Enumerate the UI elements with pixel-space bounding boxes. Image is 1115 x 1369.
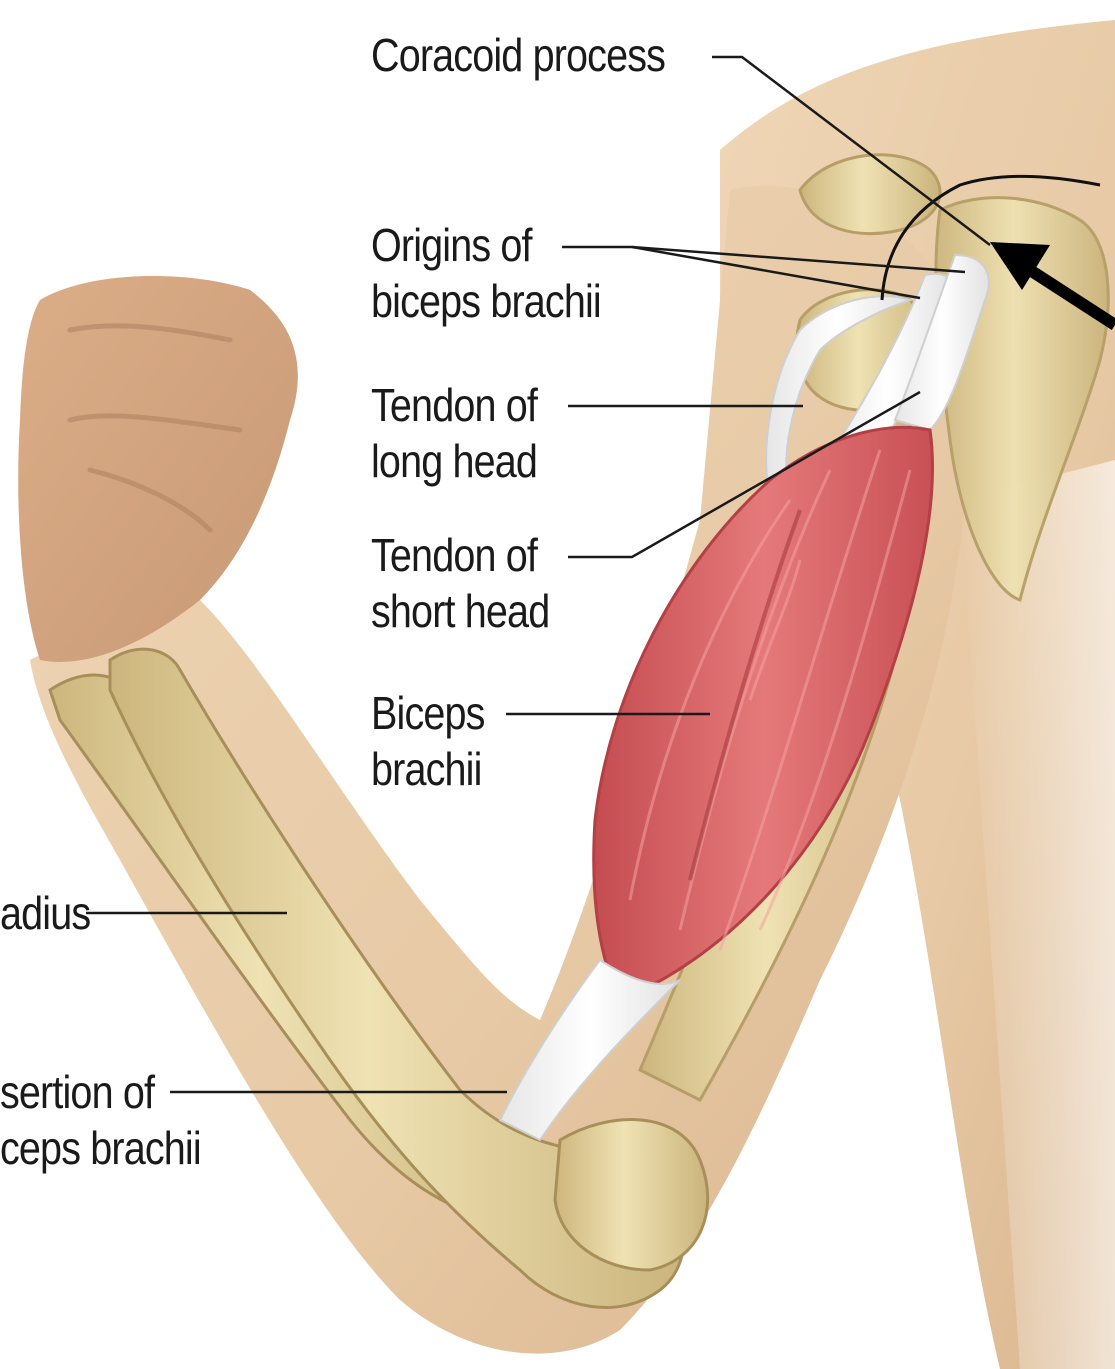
label-tendon-long-head: Tendon of long head: [371, 377, 537, 489]
label-biceps-brachii: Biceps brachii: [371, 685, 485, 797]
label-long-head-line1: Tendon of: [371, 377, 537, 433]
label-insertion-line1: sertion of: [0, 1064, 201, 1120]
label-origins-of-biceps: Origins of biceps brachii: [371, 217, 601, 329]
label-short-head-line1: Tendon of: [371, 527, 549, 583]
label-origins-line1: Origins of: [371, 217, 601, 273]
label-coracoid-text: Coracoid process: [371, 27, 665, 83]
label-long-head-line2: long head: [371, 433, 537, 489]
label-insertion-line2: ceps brachii: [0, 1120, 201, 1176]
label-radius-text: adius: [0, 885, 90, 941]
label-biceps-line2: brachii: [371, 741, 485, 797]
label-coracoid-process: Coracoid process: [371, 27, 665, 83]
label-short-head-line2: short head: [371, 583, 549, 639]
label-insertion-of-biceps: sertion of ceps brachii: [0, 1064, 201, 1176]
label-origins-line2: biceps brachii: [371, 273, 601, 329]
label-biceps-line1: Biceps: [371, 685, 485, 741]
label-tendon-short-head: Tendon of short head: [371, 527, 549, 639]
label-radius: adius: [0, 885, 90, 941]
fist: [18, 276, 298, 662]
